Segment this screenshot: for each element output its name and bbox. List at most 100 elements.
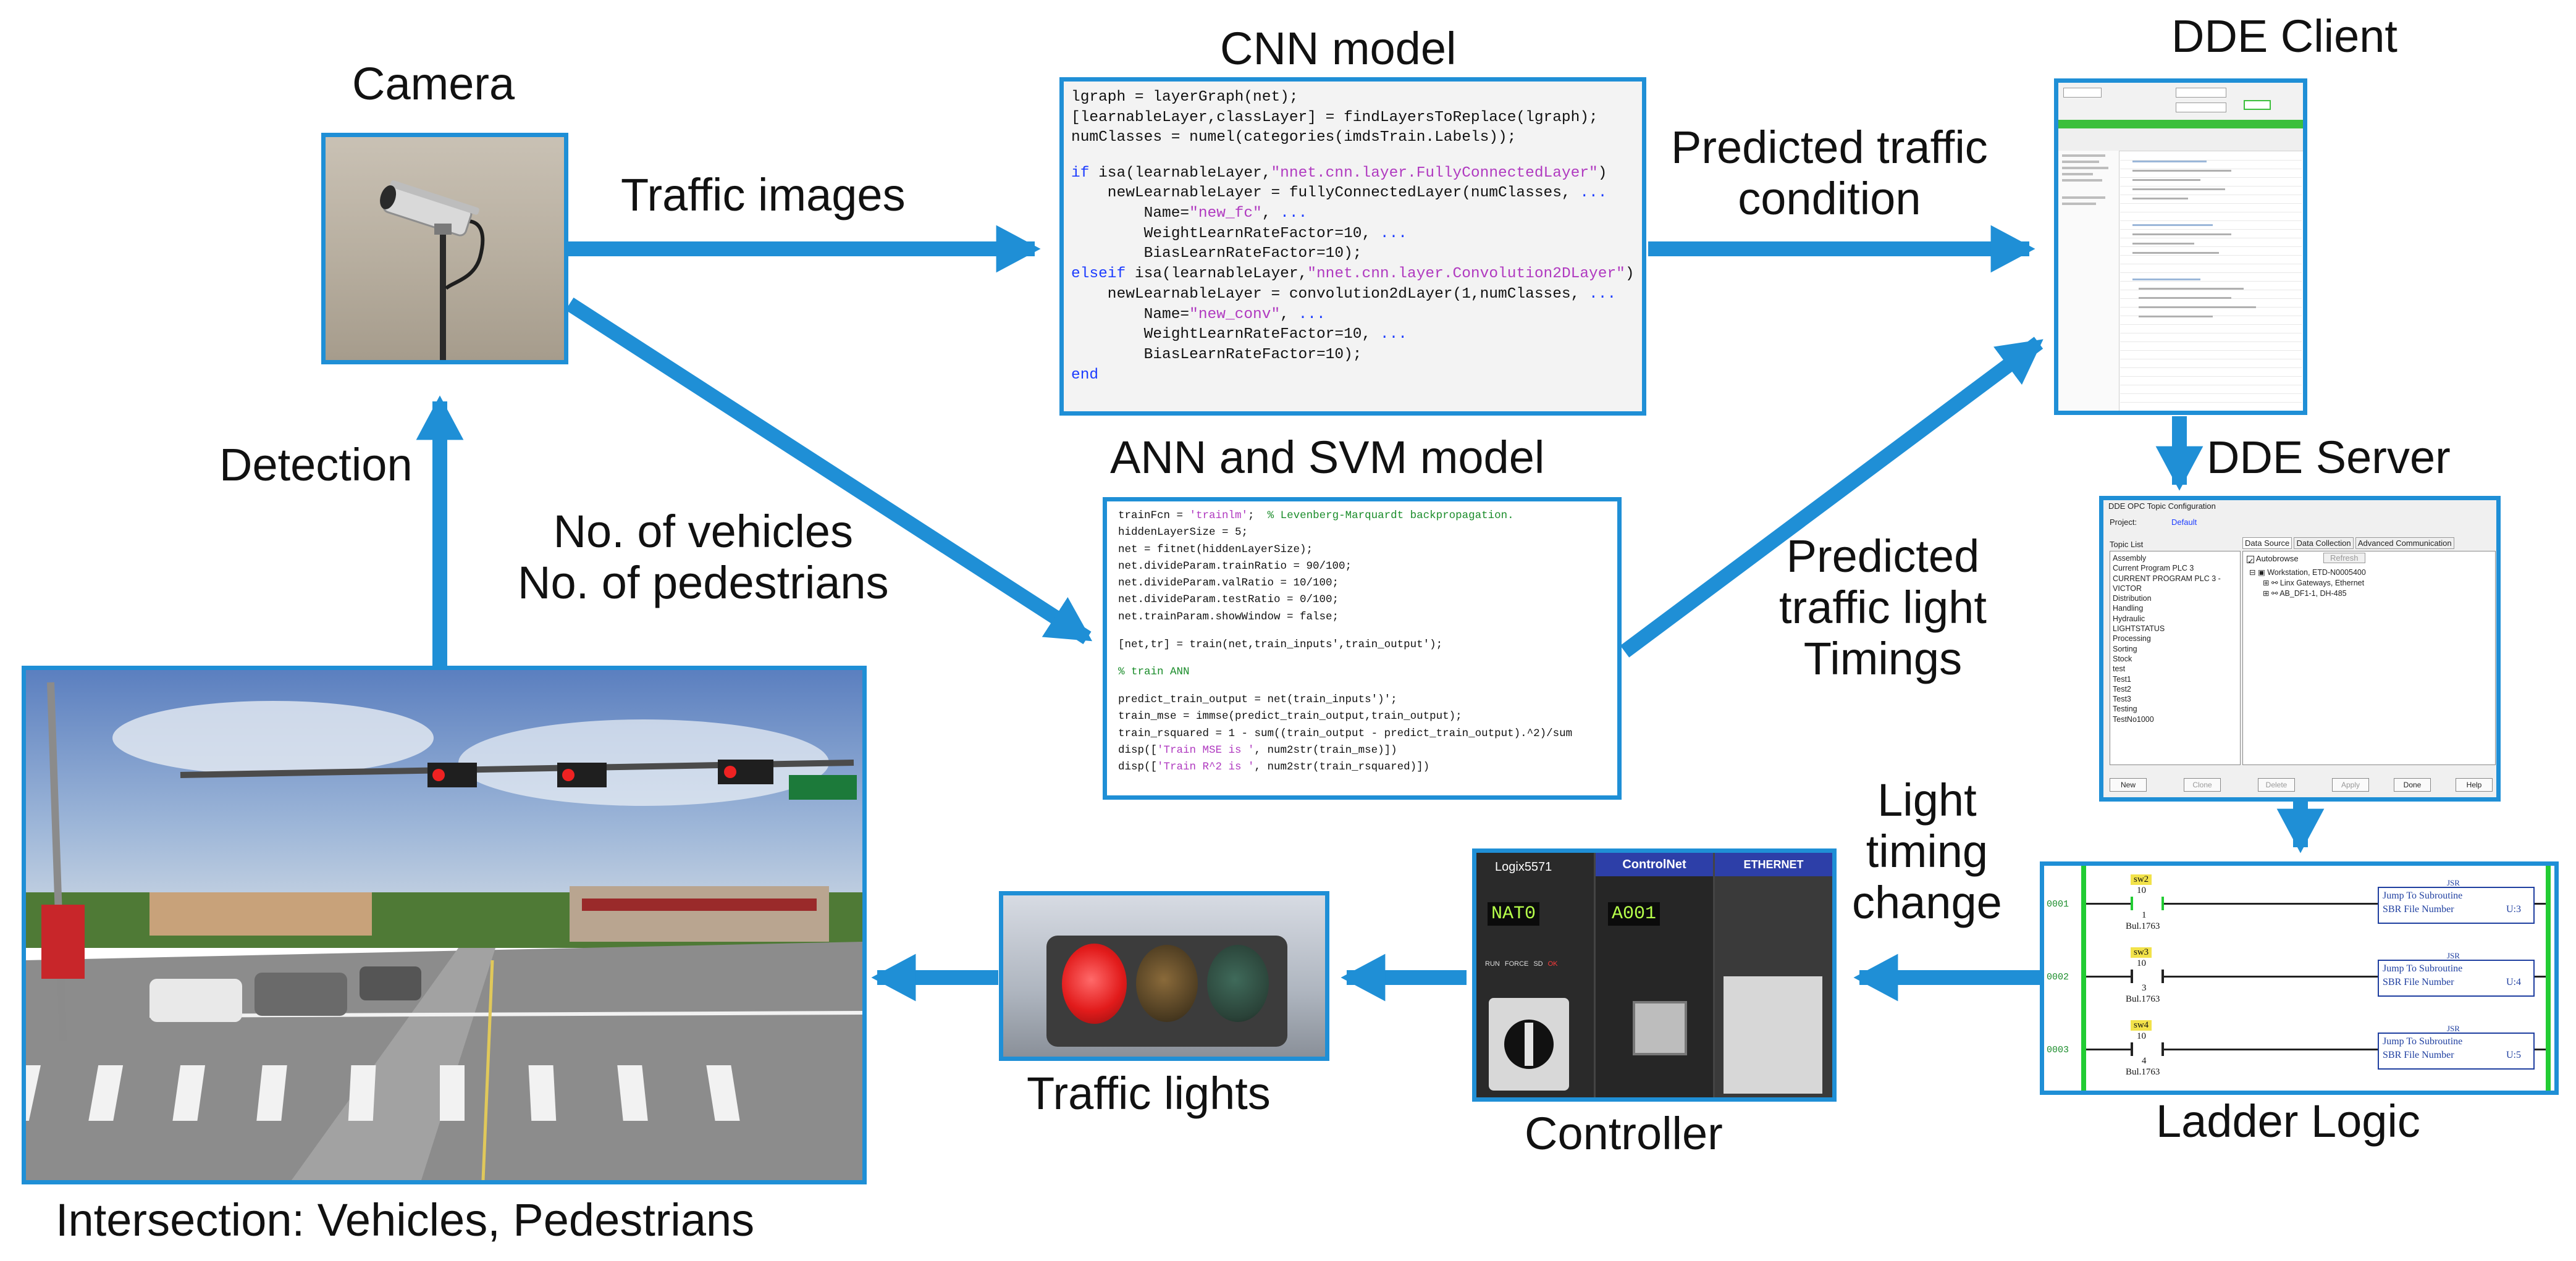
cnn_code-line: elseif isa(learnableLayer,"nnet.cnn.laye… xyxy=(1071,264,1635,285)
toolbar xyxy=(2058,128,2303,151)
workstation-tree[interactable]: ⊟ ▣ Workstation, ETD-N0005400⊞ ⚯ Linx Ga… xyxy=(2249,568,2366,599)
ann_code-token: ; xyxy=(1248,509,1268,522)
traffic-lights-photo xyxy=(999,891,1329,1061)
ribbon-button xyxy=(2063,88,2102,98)
predicted-traffic-condition-line2: condition xyxy=(1738,172,1921,224)
topic-list-item[interactable]: Sorting xyxy=(2113,644,2137,653)
dde-server-label: DDE Server xyxy=(2207,432,2451,483)
topic-list-item[interactable]: LIGHTSTATUS xyxy=(2113,624,2165,634)
tab-data-source[interactable]: Data Source xyxy=(2242,537,2292,549)
cnn_code-token: "nnet.cnn.layer.FullyConnectedLayer" xyxy=(1271,164,1598,182)
tree-node[interactable]: ⊞ ⚯ Linx Gateways, Ethernet xyxy=(2249,578,2366,589)
contact-symbol xyxy=(2131,897,2164,910)
contact-sub: 1 xyxy=(2142,910,2147,920)
topic-list-item[interactable]: Test1 xyxy=(2113,674,2131,684)
controlnet-module-label: ControlNet xyxy=(1596,853,1713,876)
amber-light-icon xyxy=(1136,945,1198,1022)
topic-list-item[interactable]: Test3 xyxy=(2113,695,2131,704)
jsr-title: Jump To Subroutine xyxy=(2383,1036,2463,1047)
status-led-run: RUN xyxy=(1485,960,1500,968)
ann_code-line: % train ANN xyxy=(1118,664,1606,681)
tab-advanced-communication[interactable]: Advanced Communication xyxy=(2355,537,2454,549)
ann_code-line: net.divideParam.trainRatio = 90/100; xyxy=(1118,558,1606,575)
ann_code-line: hiddenLayerSize = 5; xyxy=(1118,524,1606,541)
cnn_code-line: if isa(learnableLayer,"nnet.cnn.layer.Fu… xyxy=(1071,164,1635,184)
data-source-panel: ✓ Autobrowse Refresh ⊟ ▣ Workstation, ET… xyxy=(2242,551,2496,765)
predicted-traffic-condition-line1: Predicted traffic xyxy=(1671,122,1988,173)
ann_code-token: train_mse = immse(predict_train_output,t… xyxy=(1118,710,1462,723)
dde-server-dialog: DDE OPC Topic Configuration Project: Def… xyxy=(2099,496,2501,802)
cnn_code-token: newLearnableLayer = convolution2dLayer(1… xyxy=(1071,285,1589,303)
cnn_code-token: , xyxy=(1261,205,1281,222)
detection-label: Detection xyxy=(219,439,413,490)
ethernet-module-cover xyxy=(1724,976,1822,1094)
ribbon-button xyxy=(2176,88,2226,98)
ann-code: trainFcn = 'trainlm'; % Levenberg-Marqua… xyxy=(1118,508,1606,776)
light-timing-change-line3: change xyxy=(1852,876,2002,928)
ann_code-token: % train ANN xyxy=(1118,666,1190,679)
cnn_code-token: ... xyxy=(1379,326,1407,343)
topic-list-item[interactable]: CURRENT PROGRAM PLC 3 -VICTOR xyxy=(2113,574,2221,593)
contact-bit: 10 xyxy=(2137,886,2146,895)
autobrowse-checkbox[interactable]: ✓ Autobrowse xyxy=(2247,554,2299,566)
topic-list-item[interactable]: Distribution xyxy=(2113,594,2152,603)
topic-list-item[interactable]: Assembly xyxy=(2113,554,2147,563)
traffic-images-label: Traffic images xyxy=(621,169,906,220)
clone-button[interactable]: Clone xyxy=(2184,778,2221,792)
ann_code-line: net.trainParam.showWindow = false; xyxy=(1118,609,1606,626)
ann_code-token: train_rsquared = 1 - sum((train_output -… xyxy=(1118,727,1573,740)
dde-client-screenshot xyxy=(2054,78,2307,415)
contact-sub: 3 xyxy=(2142,983,2147,993)
topic-list-item[interactable]: test xyxy=(2113,664,2126,674)
cnn_code-token: ... xyxy=(1280,205,1308,222)
ann_code-token: net.divideParam.trainRatio = 90/100; xyxy=(1118,559,1352,572)
cnn_code-token: "new_conv" xyxy=(1189,306,1281,323)
topic-list-item[interactable]: Stock xyxy=(2113,654,2132,663)
ann_code-token: , num2str(train_mse)]) xyxy=(1254,744,1397,757)
done-button[interactable]: Done xyxy=(2394,778,2431,792)
topic-list-item[interactable]: TestNo1000 xyxy=(2113,714,2154,724)
title-bar xyxy=(2058,120,2303,128)
status-led-sd: SD xyxy=(1533,960,1543,968)
cnn_code-token: isa(learnableLayer, xyxy=(1098,164,1271,182)
cnn_code-token: ) xyxy=(1625,266,1635,283)
apply-button[interactable]: Apply xyxy=(2332,778,2369,792)
camera-image xyxy=(321,133,568,364)
overhead-signals xyxy=(427,760,857,800)
topic-list-item[interactable]: Handling xyxy=(2113,604,2144,613)
tree-node[interactable]: ⊟ ▣ Workstation, ETD-N0005400 xyxy=(2249,568,2366,578)
topic-list-item[interactable]: Testing xyxy=(2113,705,2137,714)
cnn_code-line: BiasLearnRateFactor=10); xyxy=(1071,345,1635,366)
ann_code-line xyxy=(1118,681,1606,692)
ann_code-token: net = fitnet(hiddenLayerSize); xyxy=(1118,543,1313,556)
predicted-timings-line3: Timings xyxy=(1803,632,1963,684)
cnn_code-token: ... xyxy=(1580,185,1607,202)
topic-list-label: Topic List xyxy=(2110,540,2144,549)
delete-button[interactable]: Delete xyxy=(2258,778,2295,792)
cnn_code-line: Name="new_conv", ... xyxy=(1071,305,1635,325)
new-button[interactable]: New xyxy=(2110,778,2147,792)
arrow-camera-to-ann xyxy=(565,297,1093,645)
refresh-button[interactable]: Refresh xyxy=(2323,553,2365,563)
help-button[interactable]: Help xyxy=(2456,778,2493,792)
tree-node[interactable]: ⊞ ⚯ AB_DF1-1, DH-485 xyxy=(2249,589,2366,599)
topic-list-item[interactable]: Current Program PLC 3 xyxy=(2113,564,2194,573)
tab-data-collection[interactable]: Data Collection xyxy=(2294,537,2354,549)
topic-list-item[interactable]: Hydraulic xyxy=(2113,614,2145,623)
topic-list-item[interactable]: Test2 xyxy=(2113,684,2131,693)
cnn_code-token: end xyxy=(1071,366,1099,383)
ann_code-token: net.divideParam.testRatio = 0/100; xyxy=(1118,593,1339,606)
topic-list-item[interactable]: Processing xyxy=(2113,634,2151,643)
cnn_code-token: BiasLearnRateFactor=10); xyxy=(1071,346,1362,363)
key-switch[interactable] xyxy=(1489,998,1569,1091)
cnn_code-token: ... xyxy=(1589,285,1617,303)
ladder-logic-label: Ladder Logic xyxy=(2156,1096,2420,1147)
contact-bit: 10 xyxy=(2137,1031,2146,1041)
contact-tag: sw3 xyxy=(2131,947,2152,958)
controller-label: Controller xyxy=(1525,1108,1723,1159)
